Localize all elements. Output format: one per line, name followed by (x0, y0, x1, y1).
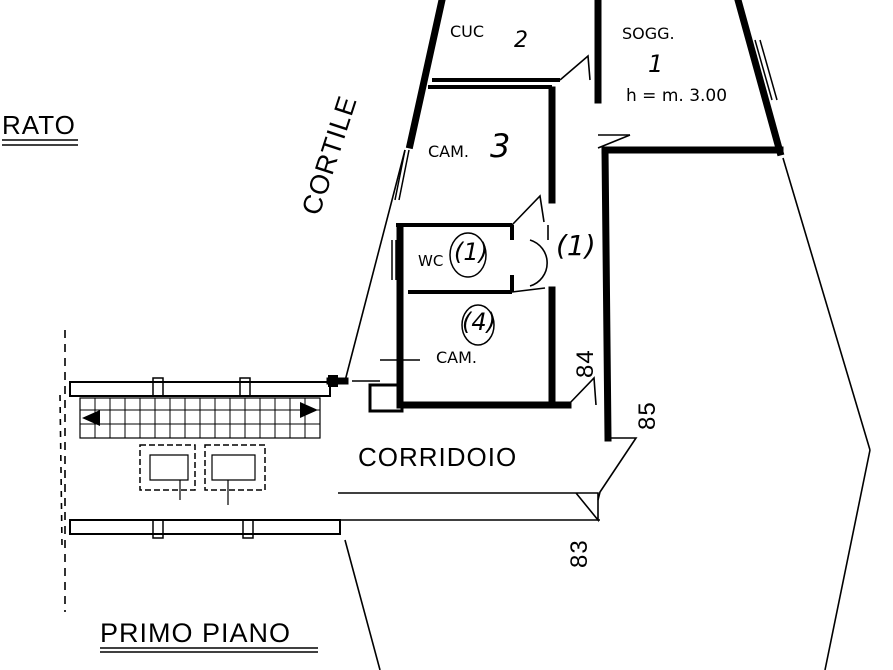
unit-number-84: 84 (572, 349, 599, 378)
corridor-label: CORRIDOIO (358, 442, 518, 472)
thick-walls (326, 0, 785, 442)
underlines (2, 139, 318, 653)
kitchen-label: CUC (450, 22, 485, 41)
bedroom-number: 3 (490, 127, 511, 165)
bedroom-label: CAM. (428, 142, 470, 161)
hall-number: (1) (556, 229, 596, 262)
kitchen-number: 2 (514, 28, 528, 53)
staircase (69, 377, 341, 539)
wc-number: (1) (454, 238, 488, 266)
bedroom-b-label: CAM. (436, 348, 478, 367)
thin-outlines (59, 54, 871, 670)
unit-number-85: 85 (634, 401, 661, 430)
room-circles (449, 232, 495, 346)
ceiling-height-label: h = m. 3.00 (626, 86, 728, 106)
living-number: 1 (648, 50, 664, 78)
partial-floor-label: RATO (2, 110, 76, 140)
floor-title: PRIMO PIANO (100, 618, 292, 648)
window-markers (391, 39, 778, 280)
bedroom-b-number: (4) (462, 308, 496, 336)
unit-number-83: 83 (566, 539, 593, 568)
interior-walls (396, 78, 560, 294)
wc-label: WC (418, 252, 444, 270)
stair-arrows (82, 375, 404, 426)
living-label: SOGG. (622, 24, 675, 43)
